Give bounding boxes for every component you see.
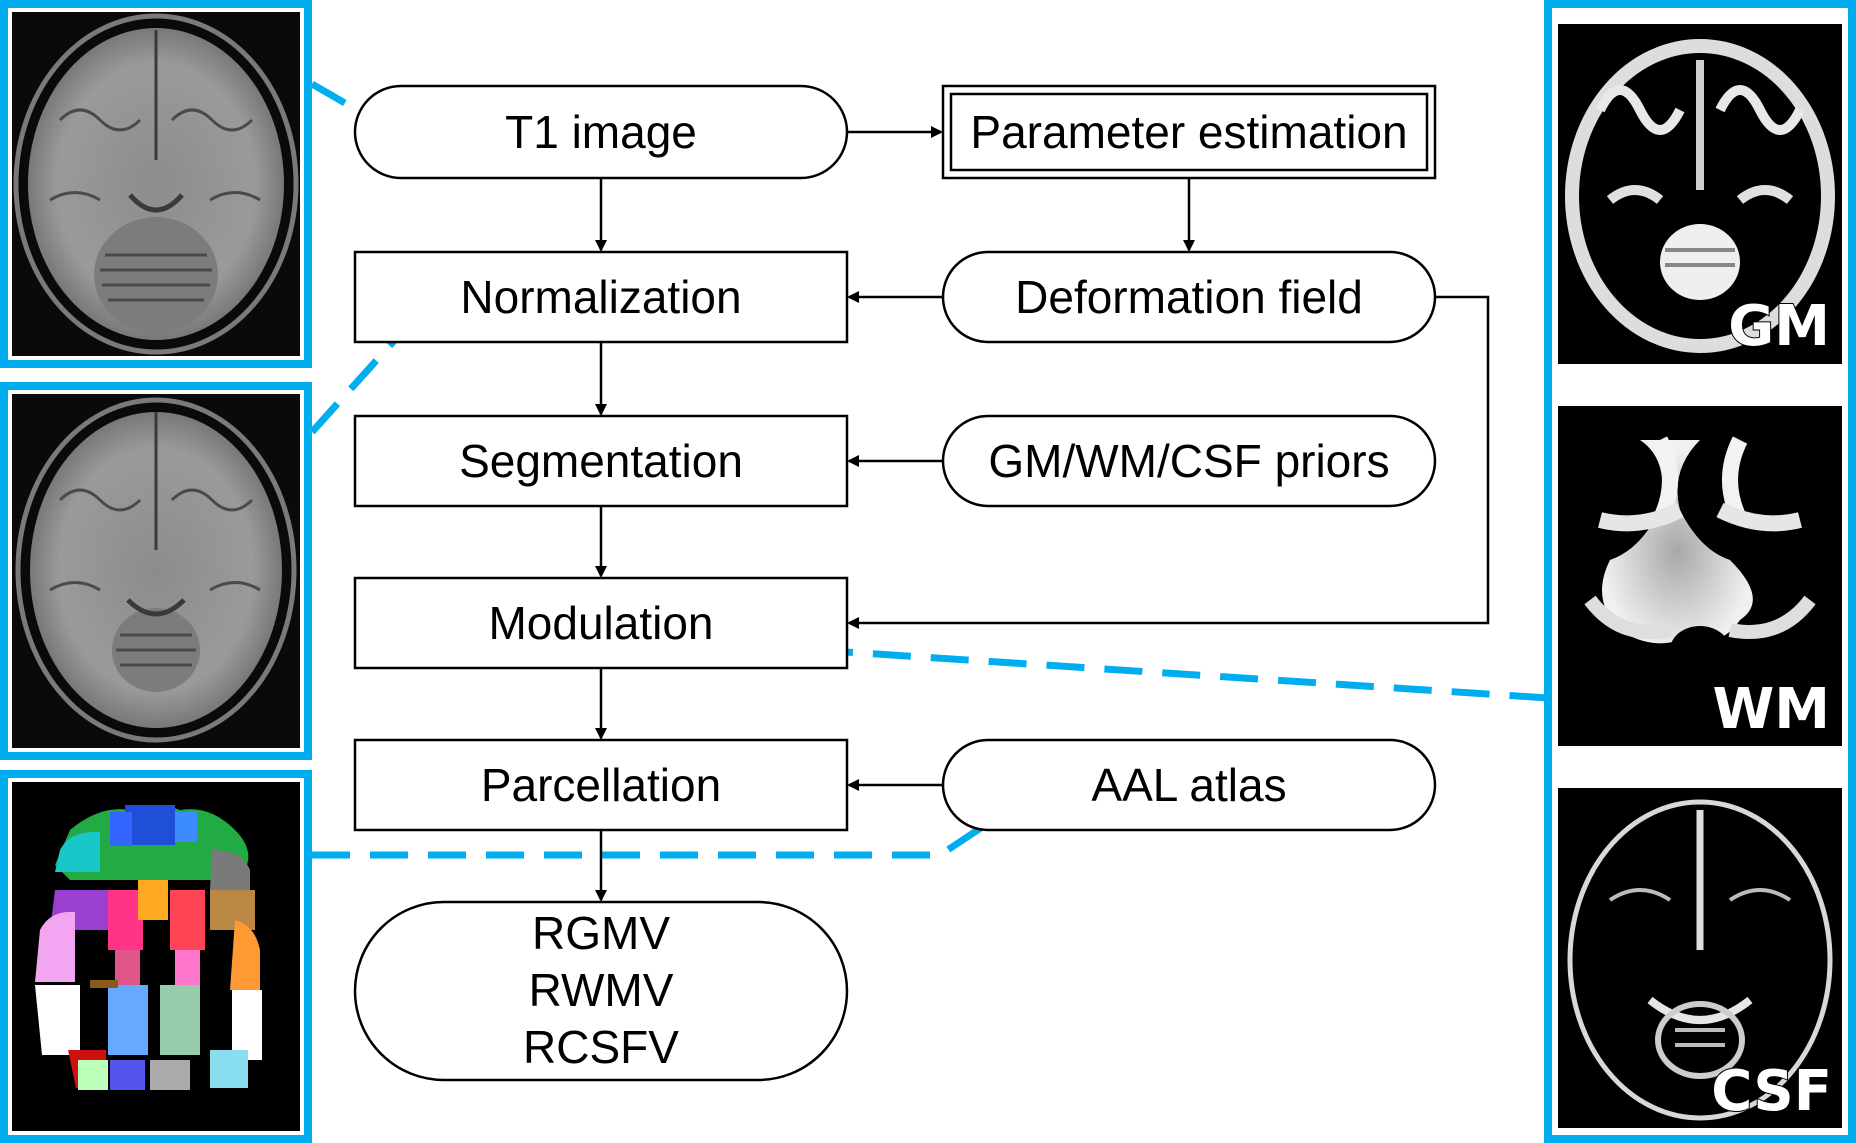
modulation-node: Modulation — [353, 576, 849, 670]
image-frame — [1544, 0, 1856, 1143]
output-rwmv-label: RWMV — [529, 964, 674, 1016]
left-image-2 — [0, 382, 312, 760]
deformation-field-node: Deformation field — [941, 250, 1437, 344]
priors-node: GM/WM/CSF priors — [941, 414, 1437, 508]
left-image-3 — [0, 770, 312, 1143]
image-frame — [0, 382, 312, 760]
output-rgmv-label: RGMV — [532, 907, 670, 959]
segmentation-node: Segmentation — [353, 414, 849, 508]
brain-t1-axial-slice-image — [13, 13, 299, 355]
parameter-estimation-label: Parameter estimation — [970, 106, 1407, 158]
csf-label: CSF — [1711, 1059, 1832, 1124]
gm-label: GM — [1728, 294, 1830, 359]
output-node: RGMV RWMV RCSFV — [353, 900, 849, 1082]
parameter-estimation-node: Parameter estimation — [941, 84, 1437, 180]
aal-atlas-node: AAL atlas — [941, 738, 1437, 832]
left-image-1 — [0, 0, 312, 368]
parcellation-label: Parcellation — [481, 759, 721, 811]
parcellation-node: Parcellation — [353, 738, 849, 832]
output-rcsfv-label: RCSFV — [523, 1021, 679, 1073]
modulation-label: Modulation — [488, 597, 713, 649]
aal-atlas-label: AAL atlas — [1091, 759, 1286, 811]
segmentation-label: Segmentation — [459, 435, 743, 487]
arrow-deformation-to-modulation — [847, 295, 1490, 629]
brain-normalized-axial-slice-image — [15, 397, 297, 743]
normalization-node: Normalization — [353, 250, 849, 344]
csf-map-image — [1567, 799, 1833, 1121]
brain-parcellation-colored-regions-image — [35, 805, 262, 1090]
t1-image-label: T1 image — [505, 106, 697, 158]
white-matter-map-image — [1584, 436, 1816, 674]
connector-modulation-to-segments — [814, 646, 1549, 702]
connector-atlas-to-parcellation-image — [312, 809, 1007, 859]
gray-matter-map-image — [1565, 39, 1835, 353]
priors-label: GM/WM/CSF priors — [988, 435, 1389, 487]
normalization-label: Normalization — [460, 271, 741, 323]
image-frame — [0, 0, 312, 368]
wm-label: WM — [1713, 677, 1831, 742]
t1-image-node: T1 image — [353, 84, 849, 180]
deformation-field-label: Deformation field — [1015, 271, 1363, 323]
image-frame — [0, 770, 312, 1143]
right-image-panel: GM WM CSF — [1544, 0, 1856, 1143]
